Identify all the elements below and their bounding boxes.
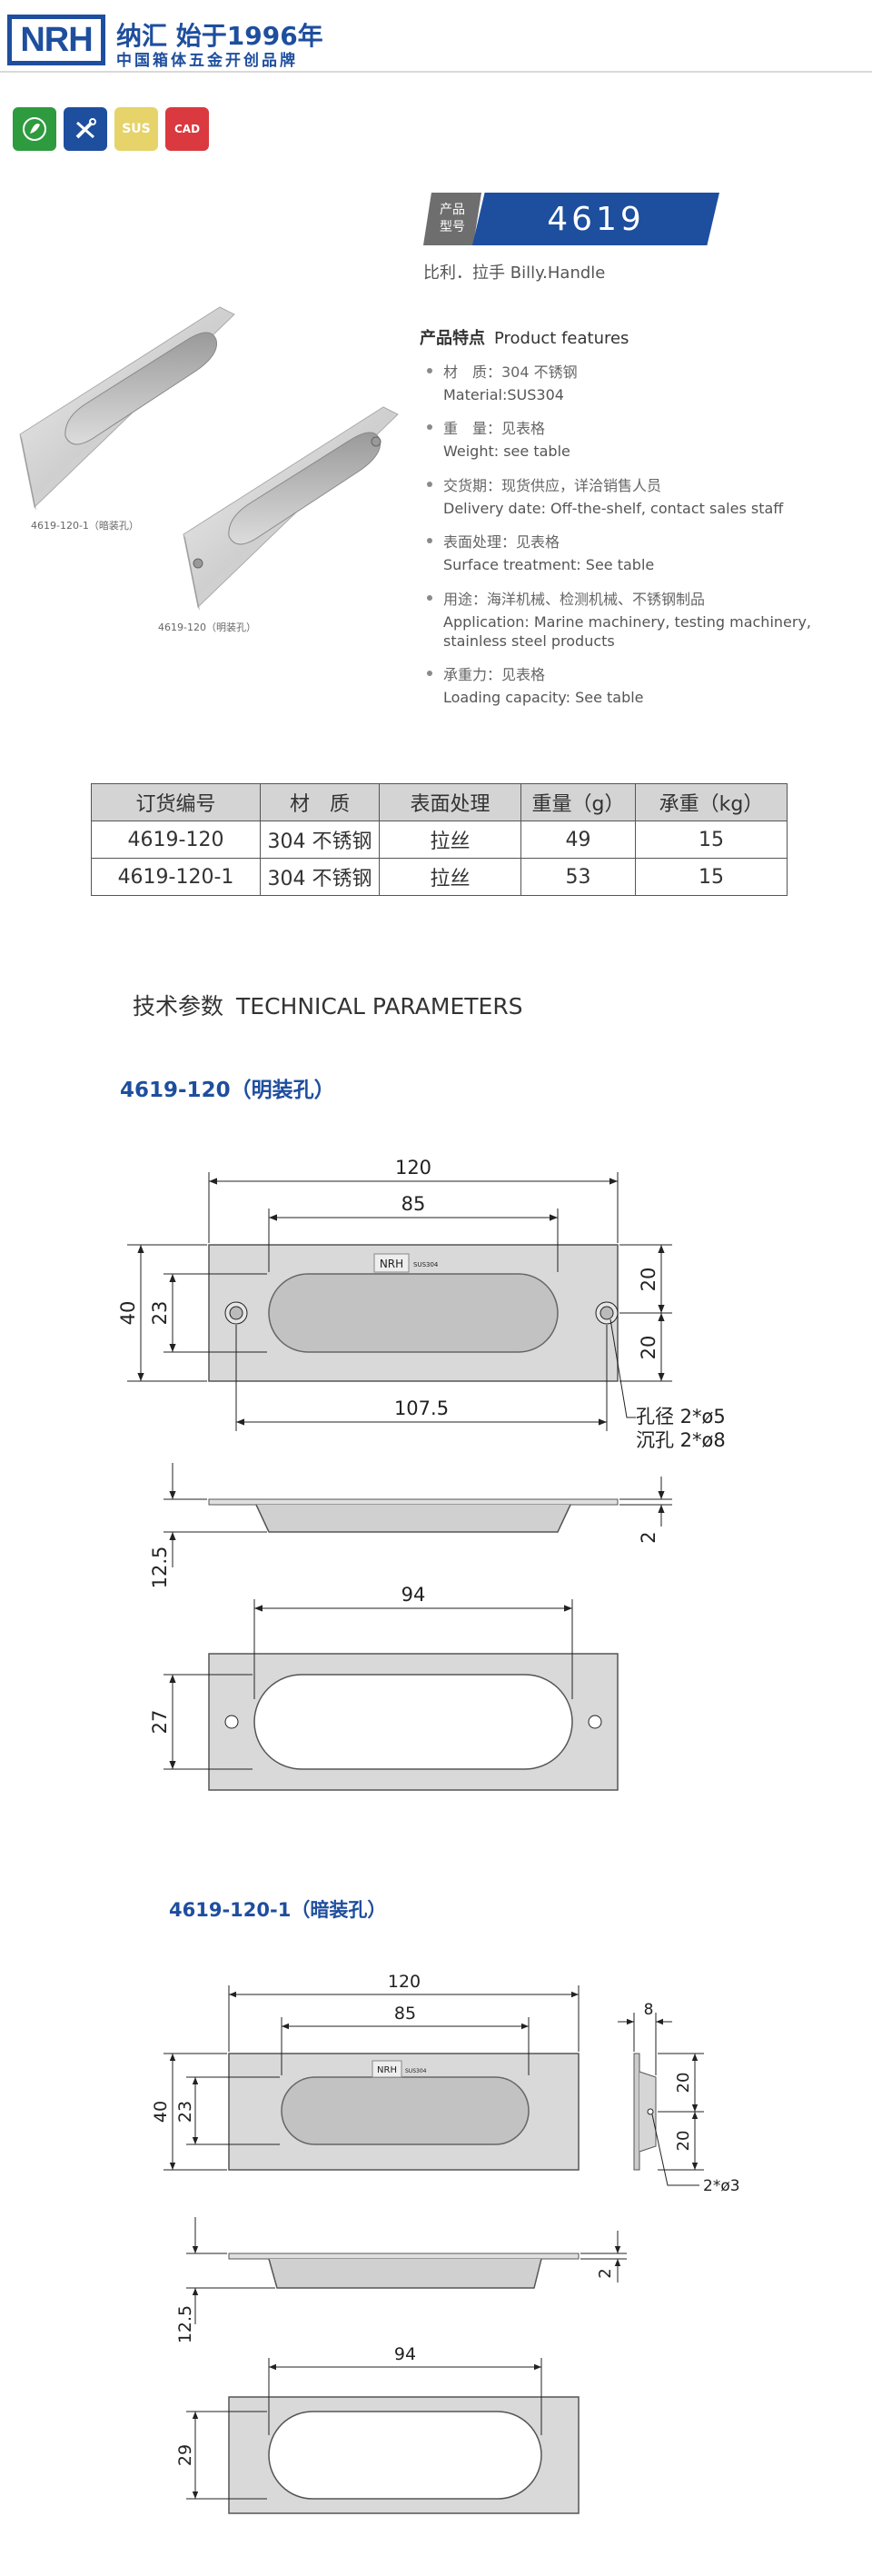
dim-height: 40: [151, 2101, 171, 2123]
feature-application-en: Application: Marine machinery, testing m…: [443, 613, 811, 650]
stamp-text: NRH: [380, 1258, 403, 1270]
hole-note-2: 沉孔 2*ø8: [636, 1429, 726, 1451]
bullet: [427, 671, 432, 676]
table-row: 4619-120 304 不锈钢 拉丝 49 15: [91, 821, 788, 859]
dim-recess-height: 23: [149, 1301, 171, 1326]
bullet: [427, 595, 432, 601]
stamp-logo: [373, 1253, 410, 1273]
feature-surface-cn: 表面处理：见表格: [443, 533, 560, 551]
feature-load-en: Loading capacity: See table: [443, 689, 644, 706]
table-header-row: 订货编号 材 质 表面处理 重量（g） 承重（kg）: [91, 783, 788, 821]
feature-weight-cn: 重 量：见表格: [443, 420, 546, 437]
tech-title-cn: 技术参数: [133, 993, 224, 1019]
dim-cutout-length: 94: [401, 1584, 426, 1606]
hole-note-1: 孔径 2*ø5: [636, 1406, 726, 1427]
drawing2-heading: 4619-120-1（暗装孔）: [169, 1899, 387, 1921]
bullet: [427, 424, 432, 430]
feature-material-cn: 材 质：304 不锈钢: [443, 363, 578, 381]
tools-icon: [64, 107, 107, 151]
table-header: 订货编号: [91, 783, 261, 821]
dim-plate: 2: [596, 2268, 615, 2278]
photo-caption-concealed: 4619-120-1（暗装孔）: [31, 520, 139, 532]
model-tag-line2: 型号: [440, 220, 465, 234]
dim-cutout-length: 94: [394, 2344, 416, 2364]
table-row: 4619-120-1 304 不锈钢 拉丝 53 15: [91, 858, 788, 896]
table-cell: 49: [520, 821, 636, 859]
cad-icon: CAD: [165, 107, 209, 151]
feature-surface-en: Surface treatment: See table: [443, 556, 655, 573]
model-tag-label: 产品 型号: [423, 193, 481, 245]
tech-title-en: TECHNICAL PARAMETERS: [236, 993, 523, 1019]
dim-recess-length: 85: [401, 1193, 426, 1215]
table-header: 材 质: [260, 783, 380, 821]
hole-note: 2*ø3: [703, 2177, 740, 2195]
dim-side-width: 8: [644, 2001, 654, 2019]
bullet: [427, 368, 432, 373]
table-cell: 15: [635, 821, 788, 859]
stamp-small: SUS304: [413, 1261, 439, 1268]
table-cell: 4619-120-1: [91, 858, 261, 896]
header-divider: [0, 71, 872, 73]
brand-logo: NRH: [7, 15, 105, 65]
dim-depth: 12.5: [175, 2305, 195, 2343]
table-cell: 拉丝: [379, 858, 521, 896]
feature-weight-en: Weight: see table: [443, 443, 570, 460]
handle-photo-concealed: [19, 306, 235, 511]
bullet: [427, 482, 432, 487]
stamp-logo: [372, 2060, 402, 2078]
table-cell: 4619-120: [91, 821, 261, 859]
sus-badge: SUS: [114, 107, 158, 151]
features-heading-en: Product features: [494, 329, 629, 348]
dim-hole-spacing: 107.5: [394, 1397, 449, 1419]
dim-cutout-height: 27: [149, 1710, 171, 1735]
brand-tagline: 中国箱体五金开创品牌: [116, 52, 298, 70]
dim-overall-length: 120: [395, 1157, 431, 1179]
dim-recess-height: 23: [175, 2101, 195, 2123]
table-cell: 53: [520, 858, 636, 896]
photo-caption-exposed: 4619-120（明装孔）: [158, 622, 256, 633]
stamp-small: SUS304: [405, 2068, 427, 2074]
dim-upper-offset: 20: [638, 1268, 659, 1292]
feature-load-cn: 承重力：见表格: [443, 666, 546, 683]
table-cell: 304 不锈钢: [260, 821, 380, 859]
table-header: 表面处理: [379, 783, 521, 821]
stamp-text: NRH: [377, 2065, 397, 2075]
handle-photo-exposed: [183, 406, 399, 611]
dim-lower-offset: 20: [674, 2131, 693, 2152]
table-header: 承重（kg）: [635, 783, 788, 821]
features-heading: 产品特点 Product features: [420, 325, 629, 349]
drawing2-technical: NRH SUS304 120 85 40 23 8 20 20 2*ø3 12.…: [151, 1972, 740, 2514]
dim-plate: 2: [638, 1531, 659, 1543]
features-heading-cn: 产品特点: [420, 329, 485, 348]
feature-delivery-cn: 交货期：现货供应，详洽销售人员: [443, 477, 662, 494]
dim-recess-length: 85: [394, 2004, 416, 2024]
feature-delivery-en: Delivery date: Off-the-shelf, contact sa…: [443, 500, 784, 517]
table-cell: 15: [635, 858, 788, 896]
product-photo: [19, 306, 399, 611]
spec-table: 订货编号 材 质 表面处理 重量（g） 承重（kg） 4619-120 304 …: [91, 783, 788, 896]
dim-height: 40: [117, 1301, 139, 1326]
feature-material-en: Material:SUS304: [443, 386, 564, 403]
feature-application-cn: 用途：海洋机械、检测机械、不锈钢制品: [443, 591, 706, 608]
dim-overall-length: 120: [388, 1972, 421, 1992]
drawing1-technical: NRH SUS304 120 85 107.5 40 23 20 20 孔径 2…: [117, 1157, 726, 1791]
table-cell: 拉丝: [379, 821, 521, 859]
dim-upper-offset: 20: [674, 2073, 693, 2094]
dim-cutout-height: 29: [175, 2444, 195, 2466]
dim-depth: 12.5: [149, 1547, 171, 1589]
tech-section-title: 技术参数 TECHNICAL PARAMETERS: [133, 989, 523, 1021]
brand-slogan: 纳汇 始于1996年: [116, 21, 323, 51]
table-cell: 304 不锈钢: [260, 858, 380, 896]
dim-lower-offset: 20: [638, 1336, 659, 1360]
product-name: 比利．拉手 Billy.Handle: [423, 264, 606, 283]
model-tag-line1: 产品: [440, 203, 465, 217]
model-number: 4619: [472, 193, 719, 245]
table-header: 重量（g）: [520, 783, 636, 821]
bullet: [427, 538, 432, 543]
drawing1-heading: 4619-120（明装孔）: [120, 1079, 335, 1102]
eco-icon: [13, 107, 56, 151]
